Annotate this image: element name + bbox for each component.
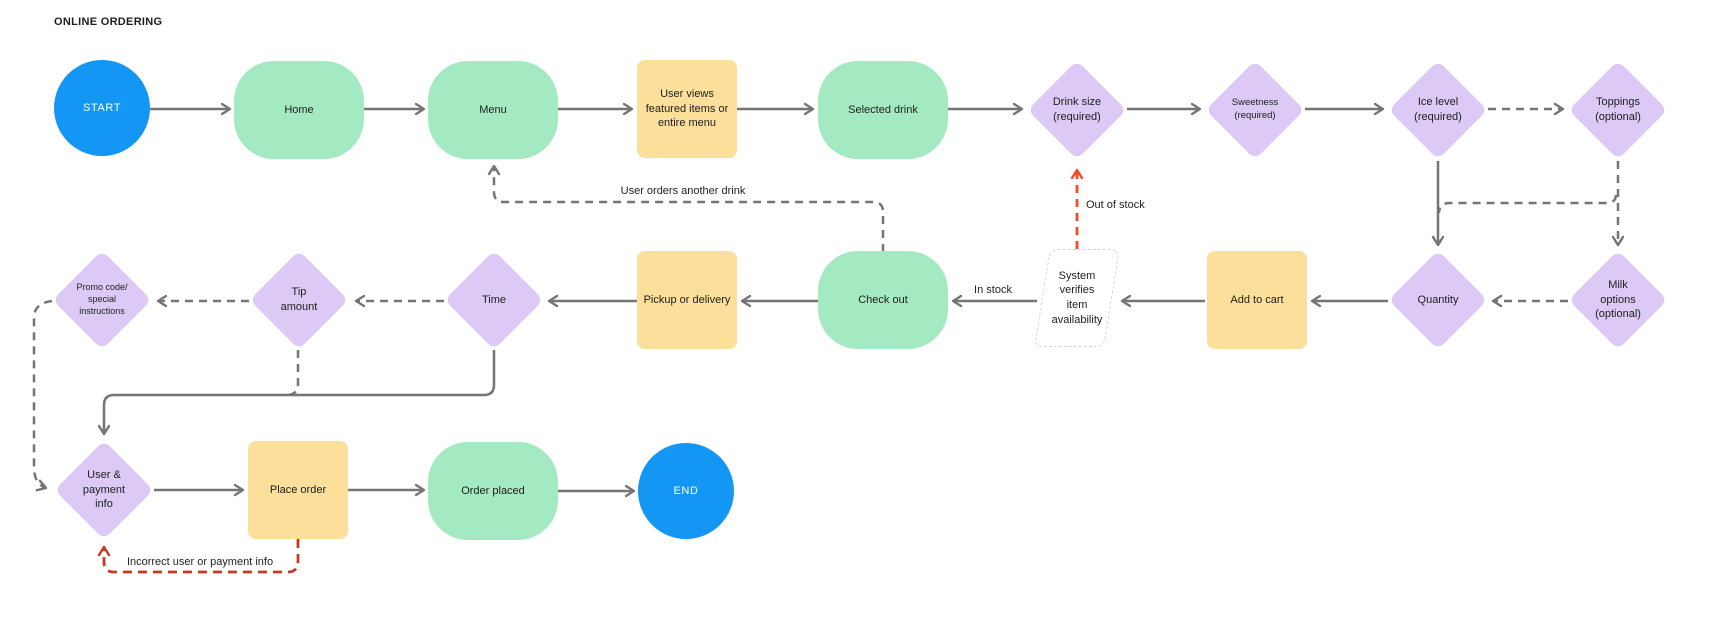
edge-label-out-of-stock: Out of stock — [1086, 199, 1145, 211]
node-time-label: Time — [481, 293, 507, 306]
edge-label-another-drink: User orders another drink — [620, 185, 746, 197]
node-selected-drink[interactable]: Selected drink — [818, 61, 948, 159]
node-add-to-cart-label: Add to cart — [1230, 293, 1284, 306]
node-toppings-label: Toppings (optional) — [1595, 96, 1641, 123]
node-menu-label: Menu — [479, 103, 507, 116]
node-drink-size[interactable]: Drink size (required) — [1027, 60, 1127, 160]
edge-tip-userpayment[interactable] — [287, 350, 300, 397]
node-view-items[interactable]: User views featured items or entire menu — [637, 60, 737, 158]
node-selected-drink-label: Selected drink — [848, 103, 918, 116]
edge-toppings-quantity[interactable] — [1437, 194, 1618, 214]
node-promo-code-label: Promo code/ special instructions — [76, 282, 128, 316]
node-order-placed[interactable]: Order placed — [428, 442, 558, 540]
node-start-label: START — [82, 101, 122, 114]
node-add-to-cart[interactable]: Add to cart — [1207, 251, 1307, 349]
node-home-label: Home — [284, 103, 314, 116]
node-quantity[interactable]: Quantity — [1388, 250, 1488, 350]
edge-label-in-stock: In stock — [974, 284, 1012, 296]
node-check-out-label: Check out — [858, 293, 908, 306]
node-menu[interactable]: Menu — [428, 61, 558, 159]
node-milk-options-label: Milk options (optional) — [1595, 279, 1641, 321]
edge-time-userpayment[interactable] — [97, 350, 496, 436]
node-system-verifies[interactable]: System verifies item availability — [1034, 249, 1120, 347]
node-time[interactable]: Time — [444, 250, 544, 350]
edge-promo-userpayment[interactable] — [32, 299, 53, 492]
node-ice-level-label: Ice level (required) — [1414, 96, 1462, 123]
node-order-placed-label: Order placed — [461, 484, 525, 497]
node-check-out[interactable]: Check out — [818, 251, 948, 349]
node-tip-amount[interactable]: Tip amount — [249, 250, 349, 350]
edge-placeorder-userpayment-incorrect[interactable] — [97, 539, 300, 574]
node-pickup-delivery-label: Pickup or delivery — [643, 293, 731, 306]
page-title: ONLINE ORDERING — [54, 16, 163, 28]
node-milk-options[interactable]: Milk options (optional) — [1568, 250, 1668, 350]
node-place-order-label: Place order — [269, 483, 327, 496]
node-start[interactable]: START — [54, 60, 150, 156]
node-toppings[interactable]: Toppings (optional) — [1568, 60, 1668, 160]
node-quantity-label: Quantity — [1417, 293, 1459, 306]
node-view-items-label: User views featured items or entire menu — [645, 88, 729, 130]
edge-label-incorrect-info: Incorrect user or payment info — [126, 556, 274, 568]
node-end[interactable]: END — [638, 443, 734, 539]
node-end-label: END — [673, 484, 699, 497]
edge-checkout-menu[interactable] — [487, 164, 885, 252]
node-place-order[interactable]: Place order — [248, 441, 348, 539]
node-promo-code[interactable]: Promo code/ special instructions — [52, 250, 152, 350]
node-drink-size-label: Drink size (required) — [1052, 96, 1102, 123]
node-sweetness[interactable]: Sweetness (required) — [1205, 60, 1305, 160]
node-ice-level[interactable]: Ice level (required) — [1388, 60, 1488, 160]
node-sweetness-label: Sweetness (required) — [1231, 97, 1279, 121]
node-system-verifies-label: System verifies item availability — [1051, 269, 1103, 326]
node-tip-amount-label: Tip amount — [280, 286, 318, 313]
node-user-payment[interactable]: User & payment info — [54, 440, 154, 540]
node-user-payment-label: User & payment info — [82, 469, 126, 511]
node-pickup-delivery[interactable]: Pickup or delivery — [637, 251, 737, 349]
node-home[interactable]: Home — [234, 61, 364, 159]
